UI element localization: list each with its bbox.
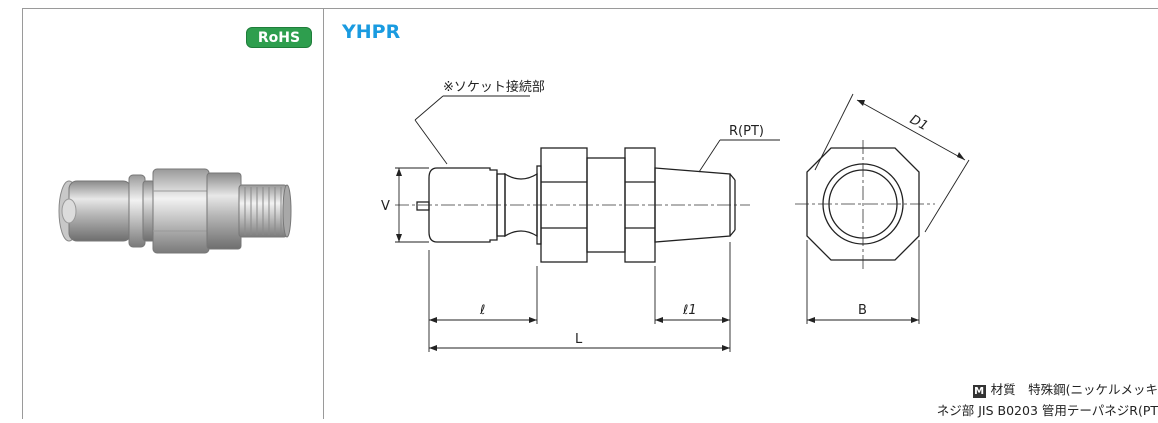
thread-note: ネジ部 JIS B0203 管用テーパネジR(PT	[936, 403, 1158, 418]
dim-small-l-label: ℓ	[479, 303, 485, 318]
dim-d1-label: D1	[907, 112, 930, 134]
socket-connection-label: ※ソケット接続部	[443, 79, 545, 95]
coupler-photo	[58, 168, 292, 254]
technical-drawing: ※ソケット接続部 R(PT) V ℓ ℓ1 L D1 B	[381, 79, 970, 352]
thread-label: R(PT)	[729, 124, 764, 139]
photo-panel	[22, 8, 324, 419]
dim-small-l1-label: ℓ1	[682, 303, 697, 318]
rohs-badge: RoHS	[246, 27, 312, 48]
model-title: YHPR	[342, 21, 401, 43]
dim-v-label: V	[381, 199, 390, 214]
material-label: 材質	[990, 382, 1016, 397]
material-icon: M	[972, 385, 986, 398]
top-divider	[324, 8, 1158, 9]
coupler-body-photo	[58, 168, 292, 254]
dim-l-label: L	[575, 332, 583, 347]
material-note: M 材質 特殊鋼(ニッケルメッキ	[972, 379, 1158, 398]
dim-b-label: B	[858, 303, 867, 318]
material-value: 特殊鋼(ニッケルメッキ	[1028, 382, 1158, 397]
